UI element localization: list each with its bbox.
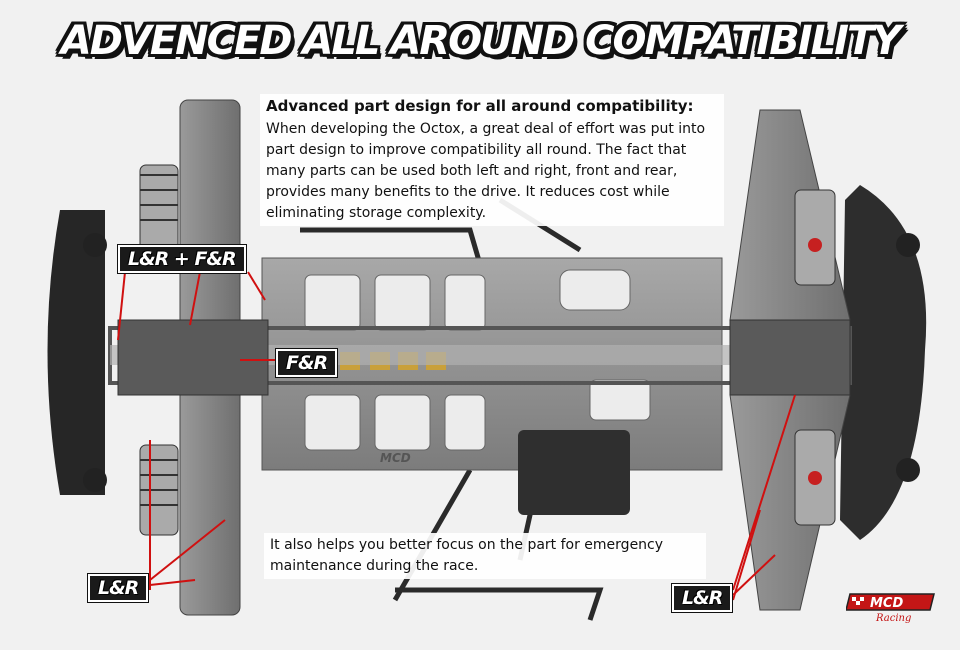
footer-text: It also helps you better focus on the pa… <box>270 537 664 574</box>
svg-text:MCD: MCD <box>870 596 903 611</box>
front-bumper <box>47 210 105 495</box>
label-front-bottom: L&R <box>86 573 150 603</box>
label-rear-bottom: L&R <box>670 583 734 613</box>
page-title: ADVENCED ALL AROUND COMPATIBILITY <box>60 18 902 64</box>
footer-textbox: It also helps you better focus on the pa… <box>264 533 706 579</box>
receiver-box <box>518 430 630 515</box>
label-center: F&R <box>274 348 339 378</box>
svg-text:Racing: Racing <box>875 613 911 624</box>
intro-heading: Advanced part design for all around comp… <box>266 97 694 115</box>
rear-bumper <box>840 185 927 540</box>
intro-body: When developing the Octox, a great deal … <box>266 121 706 221</box>
intro-textbox: Advanced part design for all around comp… <box>260 94 724 226</box>
rear-suspension <box>729 109 920 611</box>
plate-logo: MCD <box>380 451 411 465</box>
pointer-lines <box>117 271 796 601</box>
mcd-racing-logo: MCD Racing <box>846 593 935 624</box>
label-front-top: L&R + F&R <box>117 244 247 274</box>
